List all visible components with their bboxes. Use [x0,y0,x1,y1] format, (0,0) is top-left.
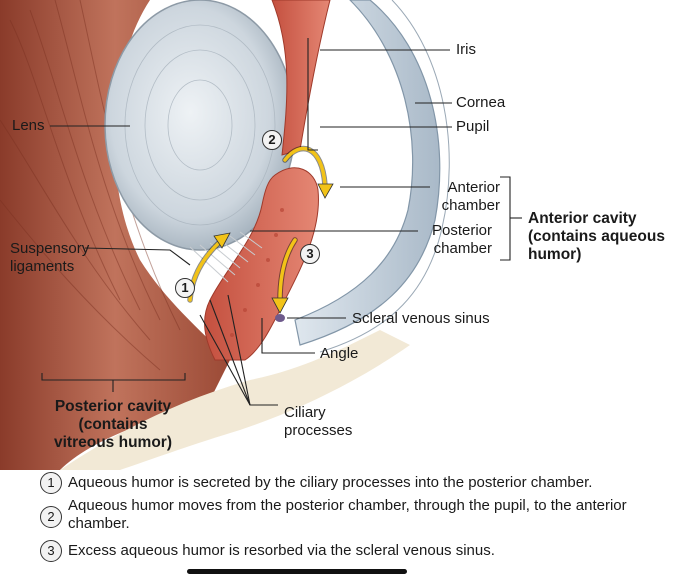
label-pupil: Pupil [456,118,490,135]
caption-3-number: 3 [40,540,62,562]
label-anterior-chamber-line1: Anterior [447,179,500,196]
marker-1: 1 [175,278,195,298]
label-lens: Lens [12,117,45,134]
label-ciliary-processes-line2: processes [284,422,353,439]
home-indicator [187,569,407,574]
label-posterior-chamber-line1: Posterior [431,222,492,239]
label-cornea: Cornea [456,94,506,111]
caption-1-number: 1 [40,472,62,494]
caption-2-text: Aqueous humor moves from the posterior c… [68,497,627,532]
caption-3: 3 Excess aqueous humor is resorbed via t… [40,540,660,562]
marker-3: 3 [300,244,320,264]
caption-3-text: Excess aqueous humor is resorbed via the… [68,542,495,559]
label-anterior-cavity-line3: humor) [528,246,582,263]
caption-1: 1 Aqueous humor is secreted by the cilia… [40,472,660,494]
leader-lines [41,38,522,406]
label-suspensory-ligaments-line2: ligaments [10,258,75,275]
muscle-fibers [0,0,181,371]
label-iris: Iris [456,41,476,58]
cornea [294,0,441,346]
sclera [60,330,410,470]
label-anterior-cavity-line2: (contains aqueous [528,228,665,245]
label-posterior-cavity: Posterior cavity (contains vitreous humo… [33,398,193,452]
label-angle: Angle [320,345,359,362]
label-anterior-cavity-line1: Anterior cavity [528,210,637,227]
label-posterior-chamber: Posterior chamber [410,222,492,258]
label-anterior-chamber: Anterior chamber [420,179,500,215]
scleral-venous-sinus [275,314,285,322]
label-posterior-chamber-line2: chamber [433,240,492,257]
label-suspensory-ligaments-line1: Suspensory [10,240,90,257]
caption-2: 2 Aqueous humor moves from the posterior… [40,497,660,533]
label-posterior-cavity-line1: Posterior cavity [54,398,172,415]
label-scleral-venous-sinus: Scleral venous sinus [352,310,490,327]
muscle-tissue [0,0,230,470]
label-posterior-cavity-line3: vitreous humor) [54,434,172,451]
label-ciliary-processes: Ciliary processes [284,404,352,440]
eye-illustration [0,0,522,470]
label-ciliary-processes-line1: Ciliary [284,404,326,421]
label-posterior-cavity-line2: (contains [78,416,148,433]
marker-2: 2 [262,130,282,150]
label-suspensory-ligaments: Suspensory ligaments [10,240,89,276]
label-anterior-cavity: Anterior cavity (contains aqueous humor) [528,210,665,264]
caption-1-text: Aqueous humor is secreted by the ciliary… [68,474,593,491]
label-anterior-chamber-line2: chamber [441,197,500,214]
lower-iris-ciliary-body [204,167,319,361]
caption-2-number: 2 [40,506,62,528]
